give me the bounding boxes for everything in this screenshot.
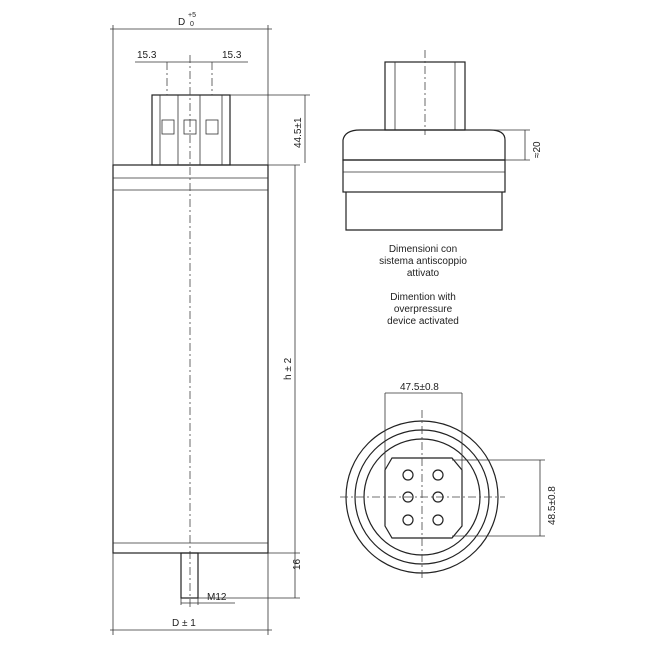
note-it-2: sistema antiscoppio	[379, 256, 467, 267]
overpressure-view: ≈20 Dimensioni con sistema antiscoppio a…	[342, 50, 543, 327]
dim-terminal-width: 47.5±0.8	[400, 382, 439, 393]
side-view: D +5 0 15.3 15.3 44.5±1 h ± 2 16 M12 D ±…	[110, 12, 310, 635]
capacitor-body	[112, 164, 269, 554]
dim-stud-length: 16	[292, 558, 303, 570]
note-it-3: attivato	[407, 268, 440, 279]
terminal-block-outline	[384, 457, 463, 539]
dim-overpressure: ≈20	[532, 141, 543, 158]
dim-spacing-left: 15.3	[137, 50, 157, 61]
dim-stud-thread: M12	[207, 592, 227, 603]
dim-terminal-height: 44.5±1	[293, 117, 304, 148]
note-en-1: Dimention with	[390, 292, 456, 303]
dim-terminal-depth: 48.5±0.8	[547, 486, 558, 525]
top-view: 47.5±0.8 48.5±0.8	[340, 382, 558, 580]
dim-d-tol-lower: 0	[190, 21, 194, 28]
note-it-1: Dimensioni con	[389, 244, 457, 255]
dim-d-tol-upper: +5	[188, 12, 196, 19]
terminal-screws	[402, 469, 444, 526]
note-en-2: overpressure	[394, 304, 453, 315]
mounting-stud	[180, 552, 199, 599]
terminal-block	[151, 94, 231, 166]
dim-d-bottom: D ± 1	[172, 618, 196, 629]
dim-height: h ± 2	[283, 357, 294, 380]
dim-spacing-right: 15.3	[222, 50, 242, 61]
dim-d-top: D	[178, 17, 185, 28]
note-en-3: device activated	[387, 316, 459, 327]
